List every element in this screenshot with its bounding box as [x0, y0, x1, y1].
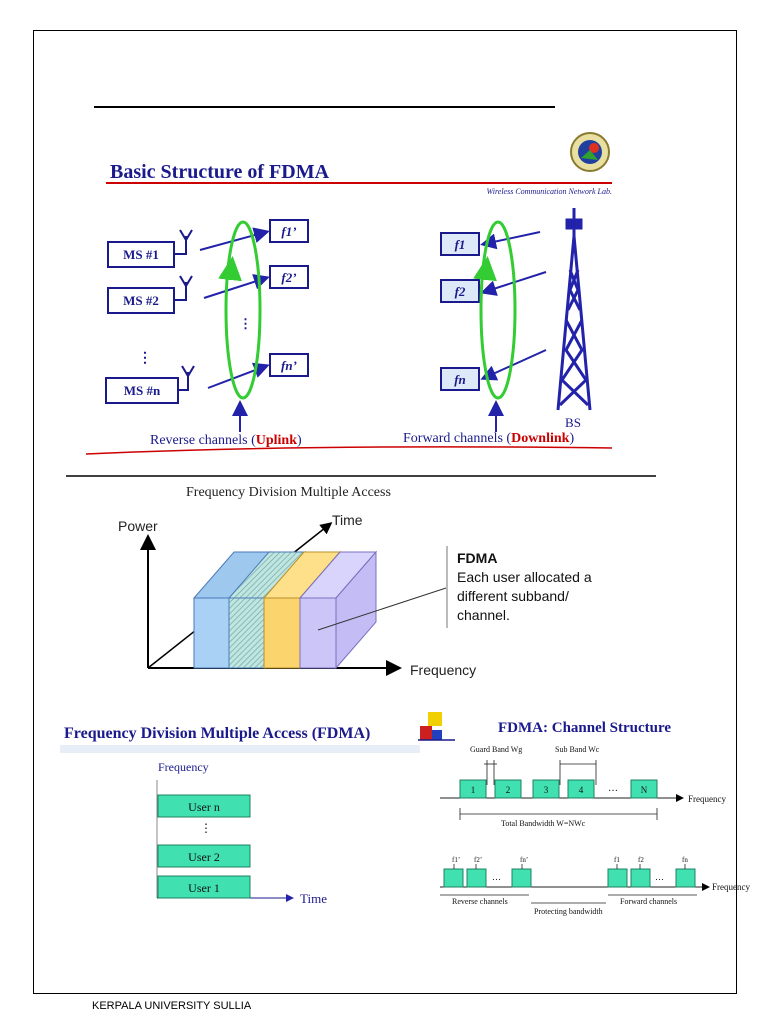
power-label: Power	[118, 518, 158, 534]
slide3-title: Frequency Division Multiple Access (FDMA…	[64, 725, 370, 742]
subband-slab-4	[298, 550, 378, 670]
rev-fn: fn’	[281, 358, 297, 373]
fwd-block-f2: f2	[638, 856, 644, 864]
channel-1: 1	[471, 785, 476, 795]
channel-4: 4	[579, 785, 584, 795]
slide2-title: Frequency Division Multiple Access	[186, 485, 391, 500]
forward-close: )	[569, 431, 574, 446]
fdma-desc-3: channel.	[457, 607, 510, 623]
uplink-word: Uplink	[256, 433, 297, 448]
msn-label: MS #n	[124, 383, 161, 398]
channel-3: 3	[544, 785, 549, 795]
ms-dots: ⋮	[138, 351, 152, 366]
user-n-bar	[157, 794, 251, 818]
bs-label: BS	[565, 415, 581, 430]
sub-band-label: Sub Band Wc	[555, 745, 600, 754]
title-bar-shade	[60, 745, 420, 753]
reverse-channels-label: Reverse channels	[452, 897, 508, 906]
guard-band-label: Guard Band Wg	[470, 745, 522, 754]
rev-f2: f2’	[281, 270, 296, 285]
callout-pointer	[317, 587, 447, 631]
lab-name: Wireless Communication Network Lab.	[487, 187, 612, 196]
uplink-ellipse	[224, 220, 262, 400]
reverse-caption: Reverse channels (Uplink)	[150, 433, 302, 448]
rev-f1: f1’	[281, 224, 296, 239]
rev-freq-boxes: f1’ f2’ fn’	[269, 219, 309, 377]
user-1-label: User 1	[188, 881, 220, 895]
forward-caption: Forward channels (Downlink)	[403, 431, 574, 446]
slide-basic-structure: Basic Structure of FDMA Wireless Communi…	[85, 106, 613, 455]
protecting-bw-label: Protecting bandwidth	[534, 907, 603, 916]
freq-tick-arrows	[453, 864, 686, 869]
fdma-heading: FDMA	[457, 550, 497, 566]
page-frame	[33, 30, 737, 994]
frequency-label: Frequency	[410, 662, 476, 678]
rev-block-fn: fn’	[520, 856, 528, 864]
user-time-label: Time	[300, 891, 327, 906]
user-freq-label: Frequency	[158, 760, 209, 774]
ms2-label: MS #2	[123, 293, 159, 308]
channel-frequency-label: Frequency	[688, 794, 726, 804]
ms1-box: MS #1	[107, 241, 175, 268]
rev-ellipsis: …	[492, 872, 501, 882]
downlink-word: Downlink	[511, 431, 570, 446]
slide-fdma-users: Frequency Division Multiple Access (FDMA…	[60, 712, 455, 906]
fdma-desc-1: Each user allocated a	[457, 569, 592, 585]
slide4-title: FDMA: Channel Structure	[498, 720, 671, 736]
slide-channel-structure: FDMA: Channel Structure Guard Band Wg Su…	[440, 720, 750, 916]
ms2-box: MS #2	[107, 287, 175, 314]
downlink-ellipse-arrow	[473, 256, 497, 282]
fwd-freq-boxes: f1 f2 fn	[440, 232, 480, 391]
bs-tower-icon	[556, 208, 592, 411]
antenna-icons	[174, 229, 195, 391]
slide-fdma-3d: Frequency Division Multiple Access Power…	[118, 485, 592, 678]
reverse-close: )	[297, 433, 302, 448]
band-markers	[484, 760, 597, 785]
fwd-f2: f2	[455, 284, 466, 299]
user-1-bar	[157, 875, 251, 899]
channel-ellipsis: …	[608, 783, 618, 794]
page-footer: KERPALA UNIVERSITY SULLIA	[92, 1000, 252, 1012]
user-2-bar	[157, 844, 251, 868]
user-dots: ⋮	[200, 821, 212, 835]
forward-channels-label: Forward channels	[620, 897, 677, 906]
user-2-label: User 2	[188, 850, 220, 864]
reverse-caption-text: Reverse channels (	[150, 433, 256, 448]
forward-caption-text: Forward channels (	[403, 431, 511, 446]
channel-blocks: 1 2 3 4 … N	[459, 779, 658, 799]
msn-box: MS #n	[105, 377, 179, 404]
lab-logo	[570, 132, 610, 172]
fwd-block-fn: fn	[682, 856, 688, 864]
fwd-fn: fn	[454, 372, 466, 387]
rev-block-f2: f2’	[474, 856, 482, 864]
rev-dots: ⋮	[239, 316, 252, 331]
rev-block-f1: f1’	[452, 856, 460, 864]
span-markers	[440, 894, 697, 904]
user-n-label: User n	[188, 800, 220, 814]
reverse-blocks: f1’ f2’ fn’ …	[443, 856, 532, 888]
fwd-f1: f1	[455, 237, 466, 252]
deco-squares	[418, 712, 455, 741]
forward-blocks: f1 f2 fn …	[607, 856, 696, 888]
time-label: Time	[332, 512, 363, 528]
fwd-ellipsis: …	[655, 872, 664, 882]
channel-2: 2	[506, 785, 511, 795]
slide1-bottom-rule	[85, 446, 613, 455]
slide1-title: Basic Structure of FDMA	[110, 161, 330, 183]
channel-n: N	[641, 785, 648, 795]
ms1-label: MS #1	[123, 247, 159, 262]
document-canvas: Basic Structure of FDMA Wireless Communi…	[60, 106, 750, 916]
fwd-block-f1: f1	[614, 856, 620, 864]
total-bw-label: Total Bandwidth W=NWc	[501, 819, 586, 828]
downlink-ellipse	[479, 220, 517, 400]
fdma-desc-2: different subband/	[457, 588, 569, 604]
uplink-ellipse-arrow	[218, 256, 242, 282]
duplex-frequency-label: Frequency	[712, 882, 750, 892]
